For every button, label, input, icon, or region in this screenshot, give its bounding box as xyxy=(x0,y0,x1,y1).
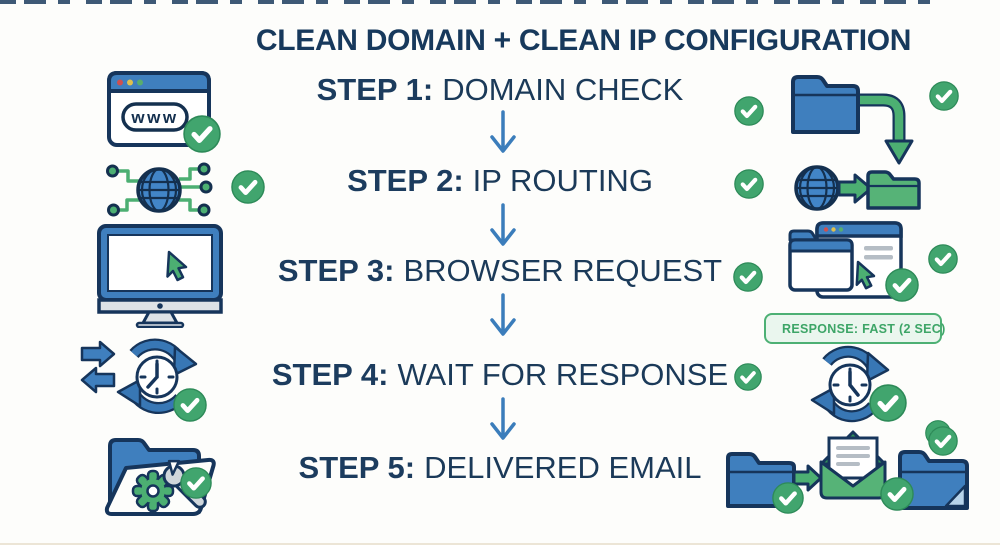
open-envelope-icon xyxy=(819,430,887,500)
step-1-name: DOMAIN CHECK xyxy=(442,72,684,107)
folder-transfer-icon xyxy=(791,75,921,211)
step-2-name: IP ROUTING xyxy=(472,163,653,198)
arrow-left-icon xyxy=(80,366,116,394)
page-curl xyxy=(944,484,967,508)
page-title: CLEAN DOMAIN + CLEAN IP CONFIGURATION xyxy=(255,24,912,57)
step-1-row: STEP 1:DOMAIN CHECK xyxy=(0,72,1000,108)
arrow-down-icon xyxy=(490,110,516,153)
step-2-label: STEP 2: xyxy=(347,163,464,198)
arrow-right-icon xyxy=(80,340,116,368)
folder-icon xyxy=(898,450,969,510)
check-icon xyxy=(180,467,212,499)
check-icon xyxy=(173,388,207,422)
bottom-edge-line xyxy=(0,543,1000,545)
response-time-badge: RESPONSE: FAST (2 SEC) xyxy=(764,313,945,344)
check-icon xyxy=(734,363,762,391)
step-5-name: DELIVERED EMAIL xyxy=(424,450,702,485)
arrow-down-icon xyxy=(490,397,516,440)
cursor-icon xyxy=(855,260,876,290)
step-1-label: STEP 1: xyxy=(316,72,434,107)
step-5-label: STEP 5: xyxy=(298,450,416,485)
check-icon xyxy=(231,170,265,204)
arrow-down-icon xyxy=(490,293,516,336)
check-icon xyxy=(880,477,914,511)
check-icon xyxy=(734,96,764,126)
step-3-name: BROWSER REQUEST xyxy=(403,253,723,288)
step-4-row: STEP 4:WAIT FOR RESPONSE xyxy=(0,357,1000,393)
network-globe-icon xyxy=(106,162,213,217)
cursor-icon xyxy=(166,250,188,282)
response-badge-text: RESPONSE: FAST (2 SEC) xyxy=(782,321,946,336)
gear-icon xyxy=(131,469,175,513)
check-icon xyxy=(734,169,764,199)
browser-url-text: www xyxy=(130,108,178,127)
check-icon xyxy=(928,244,958,274)
step-3-row: STEP 3:BROWSER REQUEST xyxy=(0,253,1000,289)
step-5-row: STEP 5:DELIVERED EMAIL xyxy=(0,450,1000,486)
check-icon xyxy=(772,482,804,514)
monitor-cursor-icon xyxy=(97,224,223,328)
step-3-label: STEP 3: xyxy=(277,253,395,288)
check-icon xyxy=(929,81,959,111)
step-2-row: STEP 2:IP ROUTING xyxy=(0,163,1000,199)
check-icon xyxy=(885,268,919,302)
folder-icon xyxy=(791,75,860,134)
browser-www-icon: www xyxy=(107,71,211,147)
check-icon xyxy=(183,115,221,153)
step-4-name: WAIT FOR RESPONSE xyxy=(397,357,729,392)
check-icon xyxy=(869,384,907,422)
arrow-right-icon xyxy=(837,173,873,204)
response-clock-icon xyxy=(810,345,890,423)
check-icon xyxy=(733,262,763,292)
step-4-label: STEP 4: xyxy=(271,357,389,392)
browser-request-icon xyxy=(788,221,903,299)
check-icon xyxy=(928,426,958,456)
arrow-right-icon xyxy=(792,464,823,492)
globe-to-folder-icon xyxy=(794,165,921,211)
arrow-down-icon xyxy=(490,203,516,246)
cropped-text-band xyxy=(0,0,932,4)
green-folder-icon xyxy=(866,170,921,210)
